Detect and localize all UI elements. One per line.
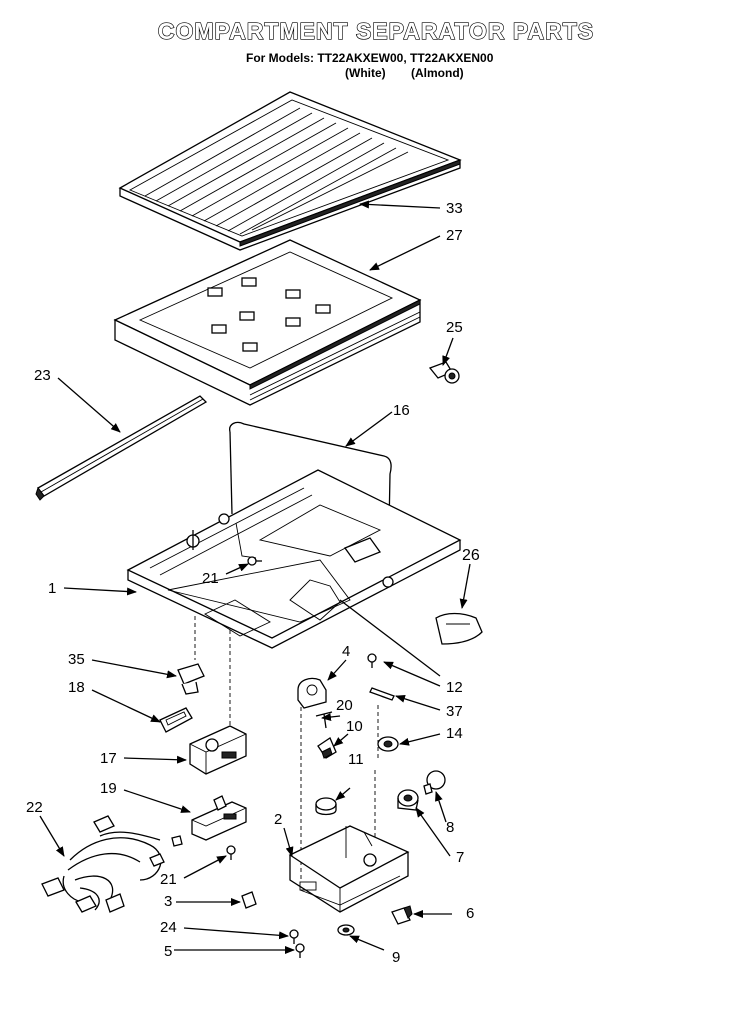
callout-11: 11 <box>348 751 364 768</box>
callout-17: 17 <box>100 750 117 767</box>
part-6-switch <box>391 905 413 925</box>
callout-27: 27 <box>446 227 463 244</box>
callout-12: 12 <box>446 679 463 696</box>
callout-2: 2 <box>274 811 282 828</box>
callout-23: 23 <box>34 367 51 384</box>
part-10-thermostat <box>317 737 337 759</box>
part-2-control-bracket <box>288 825 410 913</box>
part-26-cover <box>435 612 483 645</box>
callout-9: 9 <box>392 949 400 966</box>
part-25-clip <box>428 361 460 384</box>
part-27-frame <box>113 239 422 406</box>
part-16-heater-wire <box>229 421 392 583</box>
part-33-shelf-grille <box>118 91 462 251</box>
part-12-screw <box>367 653 377 668</box>
callout-7: 7 <box>456 849 464 866</box>
part-18-bezel <box>159 707 193 733</box>
callout-10: 10 <box>346 718 363 735</box>
part-21-screw-upper <box>247 556 262 566</box>
part-3-clip <box>241 891 257 909</box>
part-4-housing <box>297 677 327 709</box>
part-11-knob <box>315 797 337 816</box>
callout-25: 25 <box>446 319 463 336</box>
part-8-lamp-bulb <box>423 770 446 795</box>
callout-33: 33 <box>446 200 463 217</box>
part-22-wire-harness <box>41 815 183 913</box>
color-almond-label: (Almond) <box>411 66 464 80</box>
part-20-pin <box>315 711 333 729</box>
callout-8: 8 <box>446 819 454 836</box>
part-1-separator-pan <box>126 469 462 649</box>
color-white-label: (White) <box>345 66 386 80</box>
part-37-clip <box>369 687 395 701</box>
callout-19: 19 <box>100 780 117 797</box>
callout-35: 35 <box>68 651 85 668</box>
callout-3: 3 <box>164 893 172 910</box>
callout-4: 4 <box>342 643 350 660</box>
callout-6: 6 <box>466 905 474 922</box>
callout-37: 37 <box>446 703 463 720</box>
callout-22: 22 <box>26 799 43 816</box>
part-17-control-housing <box>189 725 247 775</box>
callout-21-upper: 21 <box>202 570 219 587</box>
part-24-screw <box>289 929 299 944</box>
part-9-knob-base <box>337 924 355 936</box>
callout-21-lower: 21 <box>160 871 177 888</box>
diagram-title: COMPARTMENT SEPARATOR PARTS <box>157 17 595 44</box>
callout-1: 1 <box>48 580 56 597</box>
callout-20: 20 <box>336 697 353 714</box>
callout-24: 24 <box>160 919 177 936</box>
part-35-bracket <box>177 663 205 695</box>
callout-16: 16 <box>393 402 410 419</box>
part-19-damper-control <box>191 795 247 841</box>
callout-26: 26 <box>462 547 480 564</box>
part-21-screw-lower <box>226 845 236 860</box>
part-5-screw <box>295 943 305 958</box>
part-7-lamp-socket <box>397 789 419 811</box>
models-line: For Models: TT22AKXEW00, TT22AKXEN00 <box>246 51 494 65</box>
callout-5: 5 <box>164 943 172 960</box>
part-14-grommet <box>377 736 399 752</box>
part-23-trim-strip <box>35 395 208 501</box>
callout-14: 14 <box>446 725 463 742</box>
callout-18: 18 <box>68 679 85 696</box>
